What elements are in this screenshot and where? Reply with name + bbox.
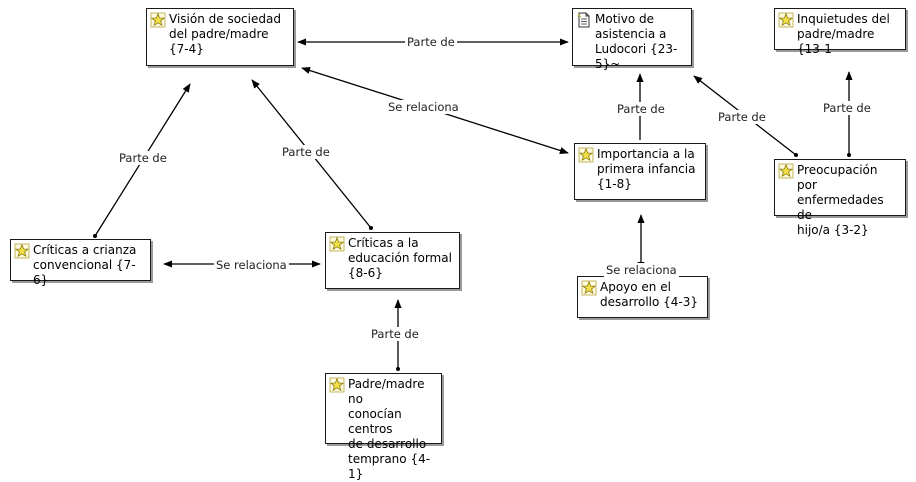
code-star-icon — [778, 12, 794, 28]
node-label: Apoyo en el desarrollo {4-3} — [600, 280, 699, 309]
link-label-parte-de: Parte de — [369, 327, 421, 341]
node-motivo-de-asistencia[interactable]: Motivo de asistencia a Ludocori {23-5}~ — [572, 8, 692, 71]
code-star-icon — [329, 377, 345, 393]
link-label-parte-de: Parte de — [280, 145, 332, 159]
node-importancia-primera-infancia[interactable]: Importancia a la primera infancia {1-8} — [574, 143, 706, 200]
node-criticas-educacion-formal[interactable]: Críticas a la educación formal {8-6} — [325, 232, 460, 289]
node-padre-madre-no-conocian[interactable]: Padre/madre no conocían centros de desar… — [325, 373, 442, 481]
link-label-parte-de: Parte de — [117, 151, 169, 165]
node-apoyo-en-el-desarrollo[interactable]: Apoyo en el desarrollo {4-3} — [577, 276, 708, 318]
node-criticas-crianza[interactable]: Críticas a crianza convencional {7-6} — [10, 239, 151, 287]
code-star-icon — [581, 280, 597, 296]
code-star-icon — [150, 12, 166, 28]
node-label: Importancia a la primera infancia {1-8} — [597, 147, 696, 191]
node-label: Padre/madre no conocían centros de desar… — [348, 377, 431, 481]
code-star-icon — [578, 147, 594, 163]
node-label: Motivo de asistencia a Ludocori {23-5}~ — [595, 12, 678, 71]
code-star-icon — [329, 236, 345, 252]
link-label-se-relaciona: Se relaciona — [386, 100, 461, 114]
node-preocupacion-enfermedades[interactable]: Preocupación por enfermedades de hijo/a … — [774, 159, 906, 237]
link-layer — [93, 38, 853, 371]
node-inquietudes[interactable]: Inquietudes del padre/madre {13-1 — [774, 8, 906, 56]
link-label-parte-de: Parte de — [821, 101, 873, 115]
node-label: Críticas a la educación formal {8-6} — [348, 236, 452, 280]
code-star-icon — [14, 243, 30, 259]
link-label-se-relaciona: Se relaciona — [604, 263, 679, 277]
code-star-icon — [778, 163, 794, 179]
link-label-parte-de: Parte de — [716, 110, 768, 124]
link-label-parte-de: Parte de — [615, 102, 667, 116]
link-label-parte-de: Parte de — [405, 35, 457, 49]
node-label: Visión de sociedad del padre/madre {7-4} — [169, 12, 281, 56]
node-label: Preocupación por enfermedades de hijo/a … — [797, 163, 884, 237]
node-label: Inquietudes del padre/madre {13-1 — [797, 12, 890, 56]
node-label: Críticas a crianza convencional {7-6} — [33, 243, 137, 287]
link-label-se-relaciona: Se relaciona — [214, 258, 289, 272]
node-vision-de-sociedad[interactable]: Visión de sociedad del padre/madre {7-4} — [146, 8, 294, 66]
network-canvas: Visión de sociedad del padre/madre {7-4}… — [10, 8, 906, 481]
document-icon — [576, 12, 592, 28]
